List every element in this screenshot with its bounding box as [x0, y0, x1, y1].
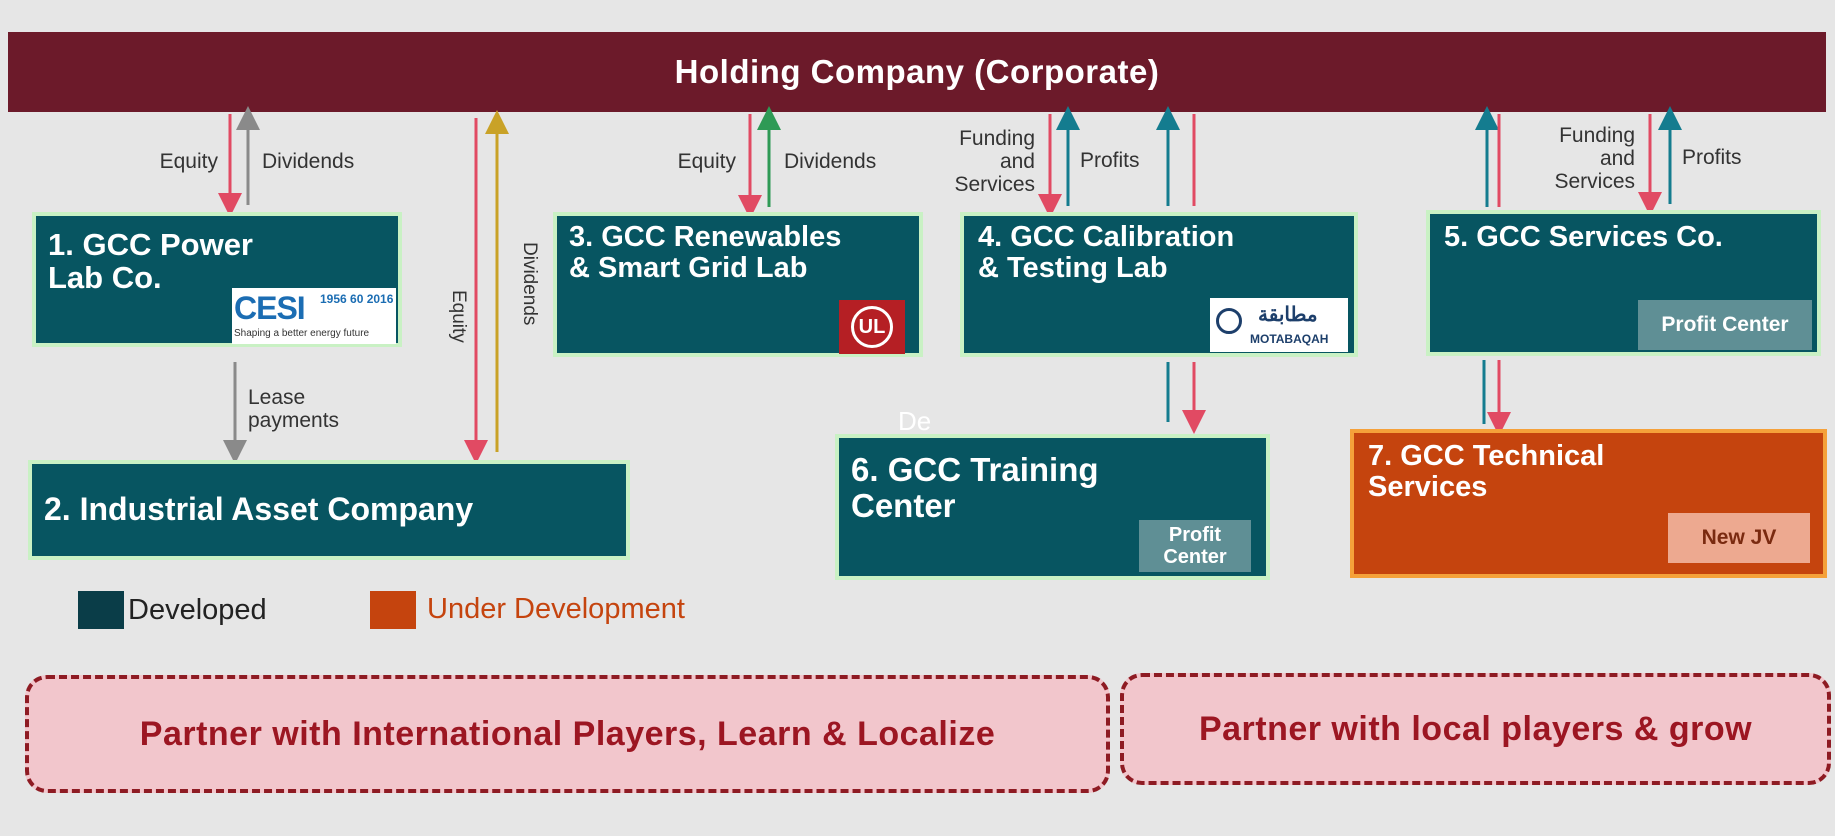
motabaqah-logo: مطابقة MOTABAQAH — [1210, 298, 1348, 352]
power-lab-box: 1. GCC Power Lab Co. CESI 1956 60 2016 S… — [32, 212, 402, 347]
legend-developed-label: Developed — [128, 594, 267, 626]
equity-label-3: Equity — [677, 150, 736, 173]
services-co-title: 5. GCC Services Co. — [1444, 221, 1723, 253]
dividends-label-2: Dividends — [519, 242, 540, 326]
calibration-lab-box: 4. GCC Calibration & Testing Lab مطابقة … — [960, 212, 1358, 357]
legend-under-development-swatch — [370, 591, 416, 629]
partner-local-text: Partner with local players & grow — [1198, 709, 1753, 748]
dividends-label-3: Dividends — [784, 150, 877, 173]
training-center-title: 6. GCC Training Center — [851, 451, 1099, 524]
technical-services-box: 7. GCC Technical Services New JV — [1350, 429, 1827, 578]
technical-services-title: 7. GCC Technical Services — [1368, 440, 1605, 504]
profit-center-badge-5: Profit Center — [1638, 300, 1812, 350]
partner-local-box: Partner with local players & grow — [1120, 673, 1831, 785]
partner-international-box: Partner with International Players, Lear… — [25, 675, 1110, 793]
renewables-lab-title: 3. GCC Renewables & Smart Grid Lab — [569, 221, 842, 285]
profit-center-badge-6: Profit Center — [1139, 520, 1251, 572]
cesi-logo: CESI 1956 60 2016 Shaping a better energ… — [232, 288, 396, 344]
motabaqah-arabic: مطابقة — [1258, 304, 1318, 326]
ul-logo-text: UL — [851, 306, 893, 348]
cesi-logo-years: 1956 60 2016 — [320, 292, 394, 306]
lease-label: Lease payments — [248, 386, 340, 433]
cesi-logo-tagline: Shaping a better energy future — [234, 328, 370, 339]
cesi-logo-text: CESI — [234, 290, 306, 326]
equity-label-2: Equity — [448, 290, 469, 343]
legend-developed-swatch — [78, 591, 124, 629]
training-center-box: 6. GCC Training Center Profit Center — [835, 434, 1270, 580]
funding-label-4: Funding and Services — [954, 127, 1035, 197]
holding-company-header: Holding Company (Corporate) — [8, 32, 1826, 112]
power-lab-title: 1. GCC Power Lab Co. — [48, 227, 253, 296]
profits-label-5: Profits — [1682, 146, 1742, 169]
dividends-label-1: Dividends — [262, 150, 355, 173]
funding-label-5: Funding and Services — [1554, 124, 1635, 194]
partner-international-text: Partner with International Players, Lear… — [139, 714, 996, 753]
magnifier-icon — [1216, 308, 1242, 334]
legend-under-development-label: Under Development — [427, 593, 685, 625]
renewables-lab-box: 3. GCC Renewables & Smart Grid Lab UL — [553, 212, 923, 357]
profits-label-4: Profits — [1080, 149, 1140, 172]
services-co-box: 5. GCC Services Co. Profit Center — [1426, 210, 1821, 356]
equity-label-1: Equity — [159, 150, 218, 173]
stray-text: De — [898, 406, 932, 436]
ul-logo: UL — [839, 300, 905, 354]
asset-company-box: 2. Industrial Asset Company — [28, 460, 630, 560]
new-jv-badge: New JV — [1668, 513, 1810, 563]
asset-company-title: 2. Industrial Asset Company — [44, 491, 474, 527]
calibration-lab-title: 4. GCC Calibration & Testing Lab — [978, 221, 1235, 285]
motabaqah-logo-text: MOTABAQAH — [1250, 332, 1329, 346]
